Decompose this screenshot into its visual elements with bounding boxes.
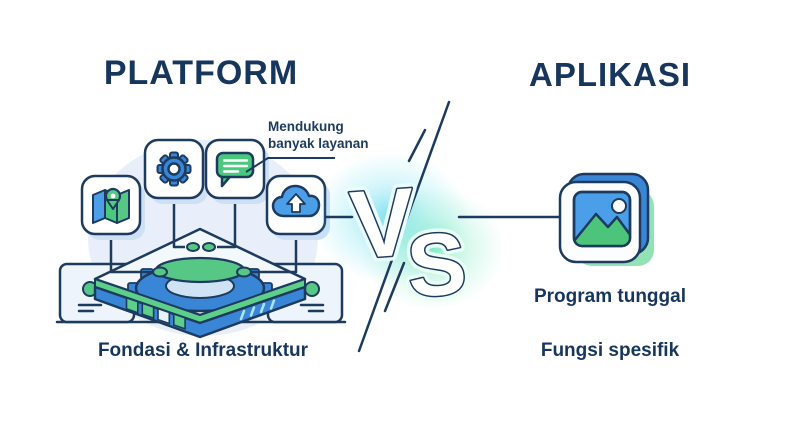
callout-label: Mendukung banyak layanan [268, 118, 369, 153]
versus-badge: V S V S [312, 100, 561, 353]
versus-s-halo: S [404, 213, 469, 316]
versus-v-halo: V [347, 168, 418, 279]
chat-icon [215, 151, 255, 188]
platform-caption: Fondasi & Infrastruktur [97, 340, 309, 361]
callout-pointer-line [245, 157, 335, 173]
callout-line1: Mendukung [268, 119, 344, 134]
gear-icon [156, 151, 192, 187]
card-map [80, 174, 145, 240]
platform-heading: PLATFORM [103, 54, 299, 92]
platform-gear [127, 256, 273, 317]
platform-base [93, 227, 307, 339]
card-chat [204, 138, 269, 204]
slash-lines [357, 100, 451, 353]
application-illustration [558, 172, 654, 266]
platform-stripes [125, 296, 186, 331]
connector-lines [109, 198, 298, 274]
aplikasi-heading: APLIKASI [528, 56, 691, 93]
card-gear [143, 138, 208, 204]
connector-dots [152, 242, 252, 278]
platform-illustration [55, 138, 347, 339]
image-icon [572, 190, 632, 248]
aplikasi-caption-primary: Program tunggal [533, 286, 686, 307]
platform-ticks [239, 299, 276, 321]
map-icon [92, 187, 130, 224]
callout-line2: banyak layanan [268, 136, 369, 152]
versus-v: V [347, 168, 418, 279]
aplikasi-caption-secondary: Fungsi spesifik [540, 340, 680, 361]
versus-s: S [404, 213, 469, 316]
